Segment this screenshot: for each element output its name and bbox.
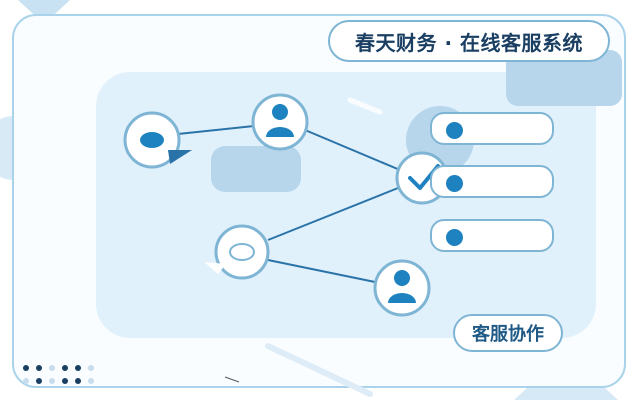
user-icon: [394, 270, 410, 286]
small-dash-decor: [224, 376, 240, 383]
bubble-tail-icon: [168, 150, 192, 164]
dot-icon: [446, 229, 463, 246]
soft-block-decor: [211, 146, 301, 192]
dot-icon: [446, 175, 463, 192]
dot-icon: [446, 122, 463, 139]
dot-grid-decor: [23, 365, 94, 384]
page-title: 春天财务 · 在线客服系统: [328, 20, 610, 62]
list-item[interactable]: [430, 219, 554, 252]
agent-node-bottom[interactable]: [373, 259, 431, 317]
corner-triangle-decor: [18, 0, 70, 24]
chat-bubble-icon: [229, 243, 255, 261]
bubble-tail-icon: [204, 262, 226, 274]
chat-bubble-node[interactable]: [123, 111, 192, 169]
connector-lines: [177, 125, 401, 283]
light-streak-decor: [265, 343, 373, 397]
list-item[interactable]: [430, 165, 554, 198]
collaboration-badge[interactable]: 客服协作: [453, 314, 563, 352]
user-icon: [272, 104, 288, 120]
soft-block-decor: [506, 50, 622, 106]
chat-bubble-node-lower[interactable]: [204, 224, 270, 280]
user-body-icon: [266, 127, 294, 137]
chat-bubble-icon: [140, 132, 164, 148]
agent-node-top[interactable]: [251, 93, 309, 151]
light-streak-decor: [347, 97, 383, 115]
list-item[interactable]: [430, 112, 554, 145]
user-body-icon: [388, 293, 416, 303]
